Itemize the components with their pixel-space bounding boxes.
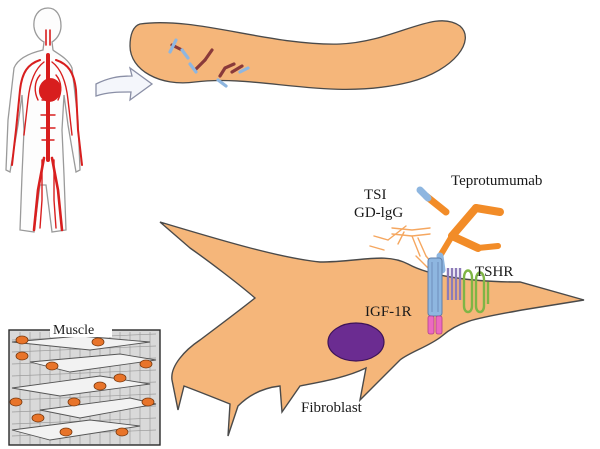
circulating-antibody [216,62,236,88]
fibroblast-cell [159,221,585,437]
blood-vessel [129,20,466,91]
label-teprotumumab: Teprotumumab [451,173,542,189]
muscle-tissue-panel [8,322,161,446]
circulating-antibody [188,48,214,74]
muscle-nuclei [9,335,155,437]
tsi-antibody [369,225,437,271]
circulating-antibody [168,38,190,60]
heart-icon [38,78,62,102]
label-igf-1r: IGF-1R [365,304,412,320]
label-fibroblast: Fibroblast [301,400,363,416]
human-body-figure [5,7,83,233]
circulating-antibody [230,64,250,74]
curved-arrow-icon [95,66,154,102]
igf1r-receptor [427,257,443,317]
tshr-receptor [446,268,490,314]
label-muscle: Muscle [53,323,94,338]
label-tsi: TSI [364,187,387,203]
nucleus [327,322,385,362]
label-tshr: TSHR [475,264,513,280]
receptor-complex [427,257,490,335]
label-gd-igg: GD-lgG [354,205,403,221]
